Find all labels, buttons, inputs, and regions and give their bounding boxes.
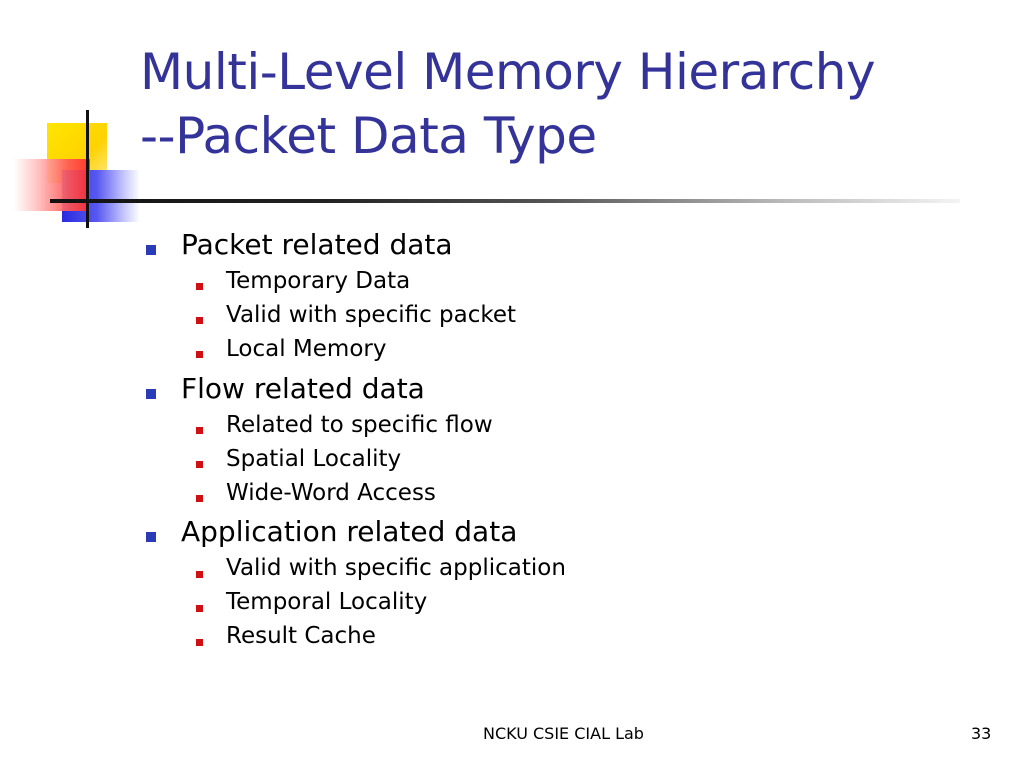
page-number: 33 [971, 724, 992, 743]
sub-bullet-item: Result Cache [226, 623, 376, 649]
bullet-item: Packet related data [181, 228, 453, 261]
sub-bullet-item: Valid with specific application [226, 555, 566, 581]
footer-lab-name: NCKU CSIE CIAL Lab [483, 724, 644, 743]
sub-bullet-item: Temporal Locality [226, 589, 428, 615]
decorative-logo [0, 0, 140, 240]
level2-bullet-icon [196, 571, 203, 578]
sub-bullet-item: Valid with specific packet [226, 302, 517, 328]
title-underline [50, 199, 960, 203]
sub-bullet-item: Related to specific flow [226, 412, 493, 438]
level2-bullet-icon [196, 461, 203, 468]
level2-bullet-icon [196, 427, 203, 434]
level2-bullet-icon [196, 495, 203, 502]
slide-title: Multi-Level Memory Hierarchy --Packet Da… [140, 40, 1000, 168]
title-line-2: --Packet Data Type [140, 107, 597, 165]
level1-bullet-icon [146, 389, 156, 399]
bullet-item: Flow related data [181, 372, 425, 405]
sub-bullet-item: Wide-Word Access [226, 480, 436, 506]
level2-bullet-icon [196, 317, 203, 324]
level2-bullet-icon [196, 283, 203, 290]
title-line-1: Multi-Level Memory Hierarchy [140, 43, 876, 101]
sub-bullet-item: Local Memory [226, 336, 387, 362]
level2-bullet-icon [196, 605, 203, 612]
vertical-line-decoration [86, 110, 89, 228]
level1-bullet-icon [146, 532, 156, 542]
level2-bullet-icon [196, 639, 203, 646]
bullet-item: Application related data [181, 515, 518, 548]
level2-bullet-icon [196, 351, 203, 358]
level1-bullet-icon [146, 245, 156, 255]
sub-bullet-item: Temporary Data [226, 268, 411, 294]
sub-bullet-item: Spatial Locality [226, 446, 402, 472]
